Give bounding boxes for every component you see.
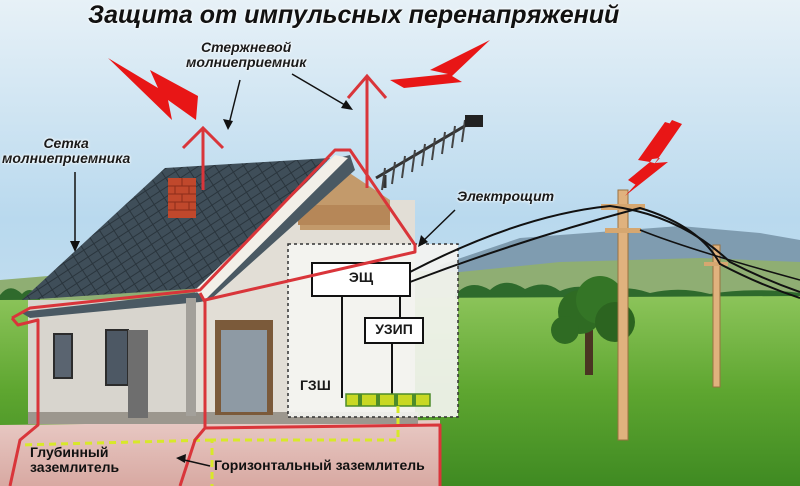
shutter <box>128 330 148 418</box>
lightning-bolt-3b <box>625 120 682 196</box>
soil <box>0 420 440 486</box>
tv-antenna <box>375 115 483 191</box>
arrow-horizontal-head <box>176 454 186 463</box>
busbar <box>345 393 431 407</box>
rod-receiver-label: Стержневой молниеприемник <box>186 39 307 71</box>
mesh-receiver-label-line2: молниеприемника <box>2 150 131 167</box>
panel-label: Электрощит <box>457 188 555 204</box>
power-line-3 <box>639 229 800 281</box>
rod-receiver-1 <box>181 125 225 190</box>
window-mid <box>105 329 129 386</box>
window-left <box>53 333 73 379</box>
spd-label: УЗИП <box>375 321 413 337</box>
arrow-panel <box>419 209 456 245</box>
utility-pole-1 <box>601 189 645 441</box>
door-glass <box>221 330 267 412</box>
lightning-bolt-2 <box>390 40 490 88</box>
mesh-receiver-label: Сетка молниеприемника <box>2 135 131 167</box>
deep-ground-label-line1: Глубинный <box>30 444 109 460</box>
gzsh-label: ГЗШ <box>300 377 331 393</box>
arrow-mesh-head <box>70 241 80 252</box>
mesh-receiver-label-line1: Сетка <box>43 135 89 151</box>
rod-receiver-label-line1: Стержневой <box>201 39 292 55</box>
protection-outline <box>8 148 442 486</box>
ground-wire-horizontal <box>19 406 400 486</box>
porch-post <box>186 298 196 416</box>
roof-tiles <box>22 158 330 300</box>
arrow-panel-head <box>418 235 428 247</box>
rod-receiver-label-line2: молниеприемник <box>186 54 307 71</box>
arrow-rod <box>227 79 241 129</box>
board-label: ЭЩ <box>348 269 374 285</box>
horizontal-ground-label: Горизонтальный заземлитель <box>214 457 425 473</box>
spd-box <box>364 317 424 344</box>
utility-pole-2 <box>704 244 728 388</box>
deep-ground-label: Глубинный заземлитель <box>30 444 120 476</box>
balcony <box>298 205 390 225</box>
busbar-stripes <box>358 394 416 406</box>
roof-edge <box>195 155 348 300</box>
tree <box>551 276 635 375</box>
power-line-2 <box>409 206 800 299</box>
deep-ground-label-line2: заземлитель <box>30 459 120 476</box>
arrow-rod2-head <box>341 100 353 110</box>
arrow-rod-head <box>223 119 233 130</box>
arrow-rod2 <box>291 73 351 109</box>
board-box <box>311 262 411 297</box>
chimney-bricks <box>168 178 196 211</box>
page-title: Защита от импульсных перенапряжений <box>88 1 620 29</box>
lightning-bolt-1 <box>108 58 198 120</box>
power-line-1 <box>409 204 800 293</box>
rod-receiver-2 <box>346 73 388 188</box>
